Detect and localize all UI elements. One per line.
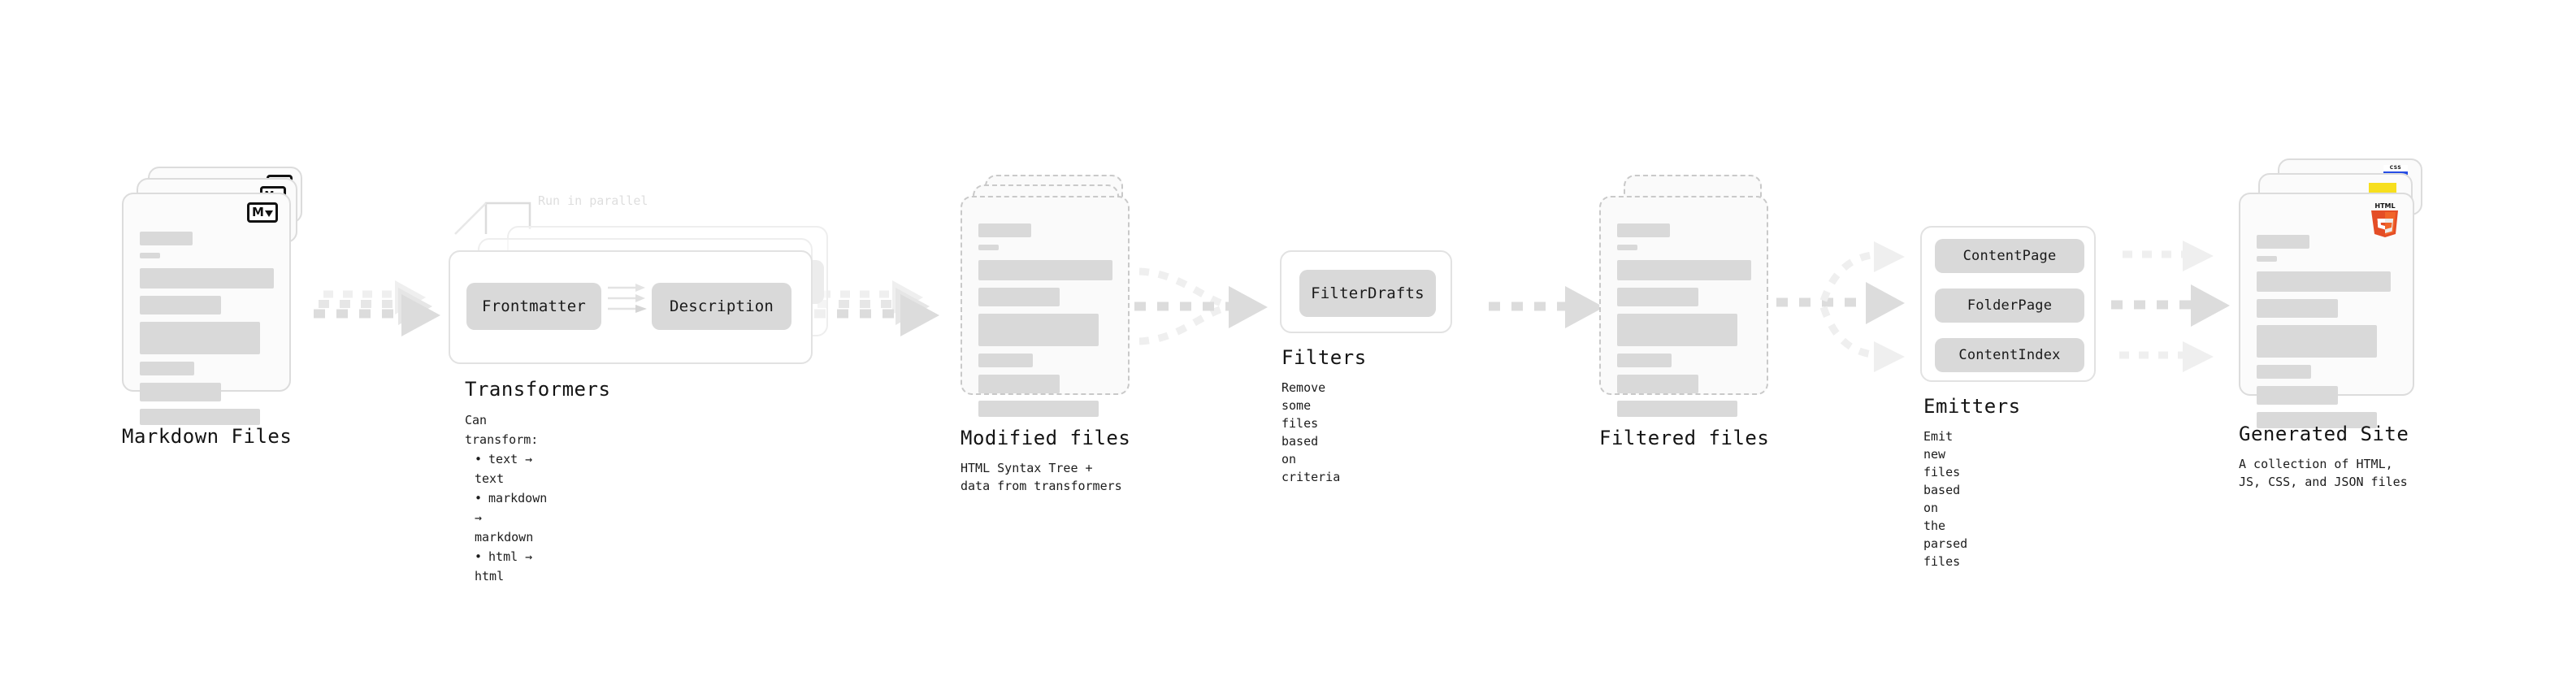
arrow-markdown-to-transformers	[314, 280, 440, 336]
filters-group: FilterDrafts	[1280, 250, 1452, 333]
markdown-icon-letter: M	[252, 205, 264, 219]
placeholder-bar	[140, 322, 260, 354]
placeholder-bar	[978, 354, 1033, 367]
emitter-chip-contentindex[interactable]: ContentIndex	[1935, 338, 2084, 372]
markdown-icon: M	[247, 202, 278, 223]
emitters-group: ContentPage FolderPage ContentIndex	[1920, 226, 2096, 382]
page-title-filtered-files: Filtered files	[1599, 427, 1770, 449]
placeholder-bars	[140, 232, 274, 432]
page-title-generated-site: Generated Site	[2239, 423, 2409, 445]
placeholder-bar	[2257, 256, 2277, 262]
placeholder-bar	[1617, 260, 1751, 280]
placeholder-bar	[1617, 354, 1672, 367]
placeholder-bars	[978, 223, 1112, 424]
placeholder-bar	[2257, 271, 2391, 292]
placeholder-bar	[140, 268, 274, 288]
placeholder-bar	[978, 245, 999, 250]
placeholder-bar	[2257, 325, 2377, 358]
arrow-modified-to-filters	[1134, 267, 1268, 345]
transformer-chip-description[interactable]: Description	[652, 283, 791, 330]
placeholder-bar	[1617, 288, 1698, 306]
placeholder-bar	[140, 383, 221, 401]
placeholder-bars	[2257, 235, 2396, 436]
filtered-file-stack	[1599, 175, 1786, 419]
css-icon-label: CSS	[2389, 165, 2402, 171]
stage-modified-files: Modified files HTML Syntax Tree + data f…	[961, 175, 1147, 493]
arrow-emitters-to-site	[2111, 241, 2230, 372]
generated-site-card-front: HTML	[2239, 193, 2414, 428]
subtitle-filters: Remove some files based on criteria	[1281, 380, 1341, 484]
modified-file-card-front	[961, 196, 1130, 417]
placeholder-bar	[2257, 365, 2311, 379]
svg-text:HTML: HTML	[2374, 202, 2395, 210]
transformer-chip-frontmatter[interactable]: Frontmatter	[466, 283, 601, 330]
placeholder-bar	[978, 223, 1031, 237]
page-title-filters: Filters	[1281, 346, 1367, 369]
placeholder-bar	[1617, 314, 1737, 346]
generated-site-stack: CSS HTML	[2239, 158, 2442, 428]
placeholder-bar	[2257, 299, 2338, 318]
subtitle-emitters: Emit new files based on the parsed files	[1923, 429, 1968, 569]
placeholder-bar	[1617, 245, 1637, 250]
placeholder-bar	[1617, 375, 1698, 393]
placeholder-bar	[978, 314, 1099, 346]
placeholder-bar	[140, 232, 193, 245]
placeholder-bar	[2257, 412, 2377, 428]
placeholder-bar	[1617, 401, 1737, 417]
markdown-file-stack: M M M	[122, 167, 317, 425]
placeholder-bar	[140, 296, 221, 314]
inner-transform-arrows	[608, 284, 647, 313]
placeholder-bar	[140, 253, 160, 258]
bullet-heading: Can transform:	[465, 413, 539, 447]
filter-chip-filterdrafts[interactable]: FilterDrafts	[1299, 270, 1436, 317]
placeholder-bar	[2257, 235, 2309, 249]
placeholder-bars	[1617, 223, 1751, 424]
arrow-filtered-to-emitters	[1776, 241, 1905, 372]
page-title-modified-files: Modified files	[961, 427, 1131, 449]
bullet-item: text → text	[475, 449, 547, 488]
stage-generated-site: CSS HTML	[2239, 158, 2442, 489]
page-title-emitters: Emitters	[1923, 395, 2021, 418]
html5-icon: HTML	[2369, 201, 2401, 238]
arrow-filters-to-filtered	[1489, 286, 1604, 328]
placeholder-bar	[1617, 223, 1670, 237]
arrow-transformers-to-modified	[814, 280, 939, 336]
placeholder-bar	[978, 375, 1060, 393]
placeholder-bar	[140, 409, 260, 425]
stage-markdown-files: M M M	[122, 167, 317, 448]
placeholder-bar	[2257, 386, 2338, 405]
page-title-transformers: Transformers	[465, 378, 611, 401]
page-title-markdown-files: Markdown Files	[122, 425, 293, 448]
transformers-bullet-list: Can transform: text → text markdown → ma…	[465, 410, 547, 586]
placeholder-bar	[978, 288, 1060, 306]
markdown-icon-arrow	[264, 210, 273, 217]
emitter-chip-folderpage[interactable]: FolderPage	[1935, 288, 2084, 323]
subtitle-generated-site: A collection of HTML, JS, CSS, and JSON …	[2239, 457, 2408, 489]
bullet-item: markdown → markdown	[475, 488, 547, 547]
placeholder-bar	[978, 260, 1112, 280]
subtitle-modified-files: HTML Syntax Tree + data from transformer…	[961, 461, 1122, 493]
stage-filtered-files: Filtered files	[1599, 175, 1786, 449]
placeholder-bar	[140, 362, 194, 375]
emitter-chip-contentpage[interactable]: ContentPage	[1935, 239, 2084, 273]
filtered-file-card-front	[1599, 196, 1768, 417]
bullet-item: html → html	[475, 547, 547, 586]
placeholder-bar	[978, 401, 1099, 417]
transformer-group-front: Frontmatter Description	[449, 250, 813, 364]
run-in-parallel-label: Run in parallel	[538, 193, 648, 208]
modified-file-stack	[961, 175, 1147, 419]
markdown-file-card-front: M	[122, 193, 291, 425]
